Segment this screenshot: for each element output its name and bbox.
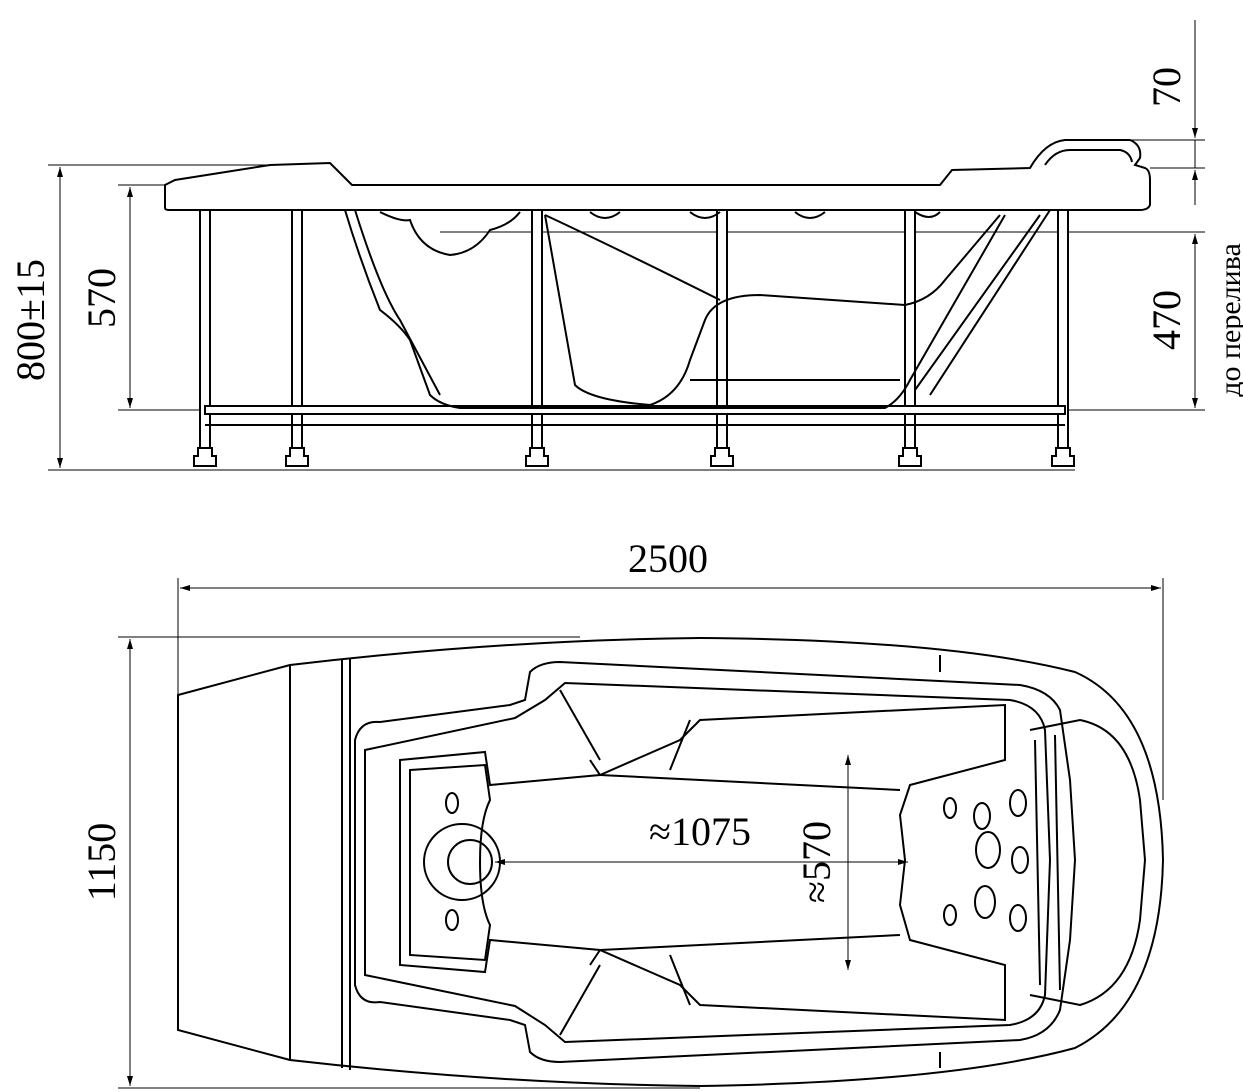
jets bbox=[943, 789, 1029, 932]
dim-width-label: 1150 bbox=[79, 823, 124, 902]
dimension-total-height: 800±15 bbox=[8, 167, 63, 468]
dim-headrest-label: 70 bbox=[1144, 67, 1189, 107]
drain bbox=[423, 823, 501, 901]
dimension-rim-height: 570 bbox=[79, 187, 133, 408]
tub-outline-top bbox=[177, 636, 1165, 1088]
top-view: 2500 1150 ≈1075 ≈570 bbox=[79, 536, 1165, 1089]
dim-length-label: 2500 bbox=[628, 536, 708, 581]
dimension-inner-length: ≈1075 bbox=[495, 809, 908, 865]
inner-basin bbox=[354, 660, 1077, 1064]
tub-body-side bbox=[344, 209, 1051, 409]
headrest bbox=[1044, 149, 1133, 166]
dimension-headrest-height: 70 bbox=[1144, 20, 1198, 205]
dim-inner-length-label: ≈1075 bbox=[649, 809, 751, 854]
dim-total-height-label: 800±15 bbox=[8, 259, 53, 381]
side-view: 800±15 570 70 470 до перелива bbox=[8, 20, 1243, 471]
dimension-inner-width: ≈570 bbox=[794, 755, 851, 970]
dim-overflow-label: 470 bbox=[1144, 290, 1189, 350]
dim-overflow-note: до перелива bbox=[1214, 243, 1243, 397]
jet-icon bbox=[445, 792, 459, 814]
dim-rim-height-label: 570 bbox=[79, 268, 124, 328]
dimension-width: 1150 bbox=[79, 639, 133, 1086]
legs bbox=[193, 209, 1075, 467]
dim-inner-width-label: ≈570 bbox=[794, 821, 839, 903]
tub-rim bbox=[164, 139, 1151, 211]
jet-icon bbox=[445, 909, 459, 931]
dimension-overflow: 470 до перелива bbox=[1144, 234, 1243, 408]
extension-lines-top bbox=[118, 578, 1164, 1089]
dimension-length: 2500 bbox=[180, 536, 1161, 591]
